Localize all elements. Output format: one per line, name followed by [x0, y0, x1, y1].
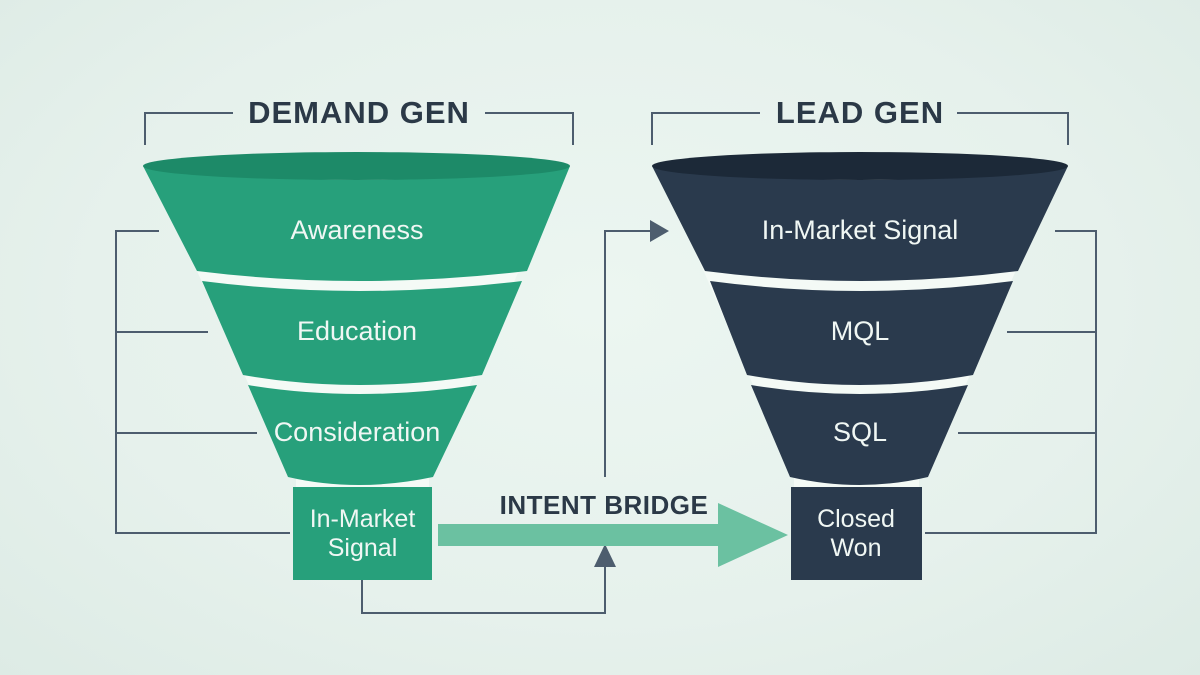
lead-stage-sql-shape — [751, 385, 968, 485]
lead-title-bracket — [651, 112, 1069, 145]
demand-funnel-shape — [143, 152, 570, 580]
intent-bridge-arrow-icon — [438, 503, 788, 567]
lead-funnel-shape — [652, 152, 1068, 580]
bridge-up-arrowhead-icon — [594, 544, 616, 567]
lead-right-arrowhead-icon — [650, 220, 669, 242]
demand-stage-consideration-shape — [248, 385, 477, 485]
bridge-to-lead-connector — [604, 230, 651, 477]
inmarket-to-bridge-connector — [361, 566, 606, 614]
lead-side-bracket — [925, 230, 1097, 534]
demand-funnel-top-ellipse — [143, 152, 570, 180]
demand-stage-awareness-shape — [143, 166, 570, 281]
lead-stage-inmarket-shape — [652, 166, 1068, 281]
demand-title-bracket — [144, 112, 574, 145]
lead-stage-closedwon-box — [791, 487, 922, 580]
lead-funnel-top-ellipse — [652, 152, 1068, 180]
demand-stage-education-shape — [202, 281, 522, 385]
lead-stage-mql-shape — [710, 281, 1013, 385]
demand-stage-inmarket-box — [293, 487, 432, 580]
demand-side-bracket — [115, 230, 290, 534]
